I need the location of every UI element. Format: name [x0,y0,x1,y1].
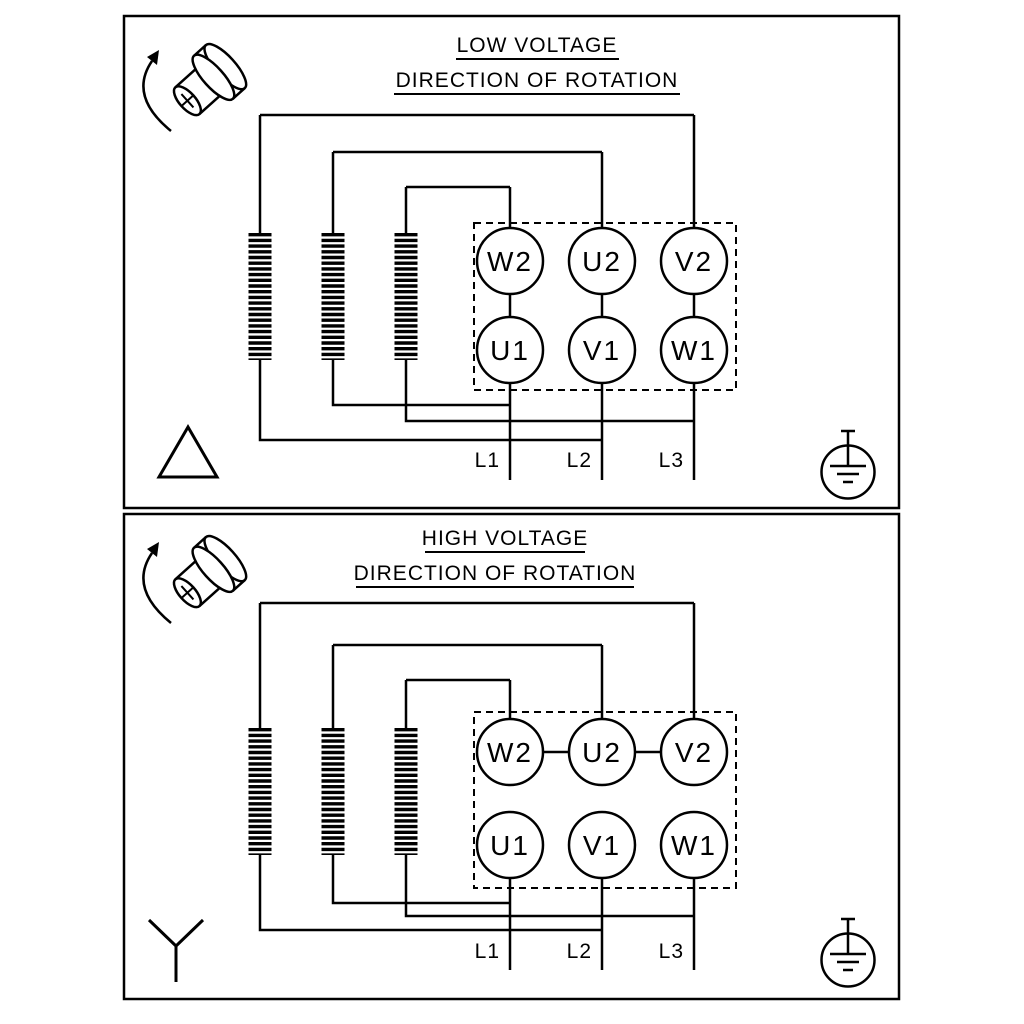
terminal-label-u2: U2 [582,246,622,277]
terminal-label-v1: V1 [583,830,621,861]
terminal-label-v2: V2 [675,246,713,277]
ground-stem [841,429,855,466]
terminal-w2 [475,226,545,296]
supply-label-l3: L3 [659,449,684,472]
shaft-rotation-icon [142,42,248,132]
delta-connection-icon [156,424,220,479]
terminal-u2 [567,717,637,787]
panel-subtitle: DIRECTION OF ROTATION [396,69,679,92]
panel-border [122,512,901,1001]
supply-label-l1: L1 [475,449,500,472]
terminal-label-w1: W1 [671,830,717,861]
supply-label-l1: L1 [475,940,500,963]
terminal-label-u2: U2 [582,737,622,768]
ground-stem [841,917,855,954]
winding-wires [258,601,696,970]
terminal-label-w2: W2 [487,737,533,768]
terminal-label-v2: V2 [675,737,713,768]
terminal-label-u1: U1 [490,830,530,861]
terminal-label-w1: W1 [671,335,717,366]
rotation-arrow [142,60,172,132]
terminal-label-w2: W2 [487,246,533,277]
shaft-flange-front [191,53,236,102]
ground-bars [830,464,866,484]
rotation-arrow [142,552,172,624]
terminal-label-v1: V1 [583,335,621,366]
rotation-arrowhead [147,50,159,65]
supply-label-l2: L2 [567,940,592,963]
supply-label-l3: L3 [659,940,684,963]
panel-subtitle: DIRECTION OF ROTATION [354,562,637,585]
shaft-body [174,560,221,608]
panel-border [122,14,901,510]
terminal-v1 [567,315,637,385]
star-connection-icon [147,918,205,982]
terminal-w1 [659,315,729,385]
ground-circle [820,444,876,500]
earth-ground-icon [820,429,876,500]
ground-circle [820,932,876,988]
terminal-v1 [567,810,637,880]
panel-low-voltage: LOW VOLTAGE DIRECTION OF ROTATION [122,14,901,510]
terminal-w2 [475,717,545,787]
panel-title: HIGH VOLTAGE [422,527,588,550]
shaft-face-cross [180,93,195,109]
terminal-v2 [659,717,729,787]
terminal-u1 [475,810,545,880]
earth-ground-icon [820,917,876,988]
shaft-flange-front [191,545,236,594]
shaft-rotation-icon [142,534,248,624]
supply-label-l2: L2 [567,449,592,472]
ground-bars [830,952,866,972]
terminal-box [473,222,737,391]
panel-title: LOW VOLTAGE [457,34,618,57]
terminal-w1 [659,810,729,880]
terminal-box [473,711,737,889]
shaft-body [174,68,221,116]
terminal-v2 [659,226,729,296]
panel-high-voltage: HIGH VOLTAGE DIRECTION OF ROTATION [122,512,901,1001]
terminal-label-u1: U1 [490,335,530,366]
terminal-u2 [567,226,637,296]
shaft-face-cross [180,585,195,601]
rotation-arrowhead [147,542,159,557]
terminal-u1 [475,315,545,385]
